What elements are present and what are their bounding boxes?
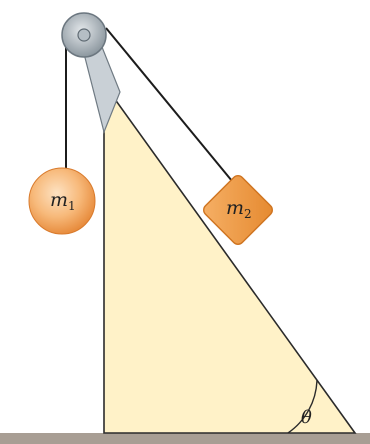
angle-arc bbox=[287, 379, 318, 434]
pulley-axle bbox=[77, 28, 91, 42]
string-incline bbox=[105, 27, 233, 182]
mass-m2-label: m2 bbox=[226, 197, 252, 221]
angle-label: θ bbox=[301, 407, 312, 428]
mass-m2-block bbox=[203, 175, 273, 245]
ground bbox=[0, 433, 370, 444]
mass-m1-label: m1 bbox=[50, 189, 76, 213]
mass-m1-ball bbox=[28, 167, 96, 235]
incline bbox=[103, 81, 357, 434]
